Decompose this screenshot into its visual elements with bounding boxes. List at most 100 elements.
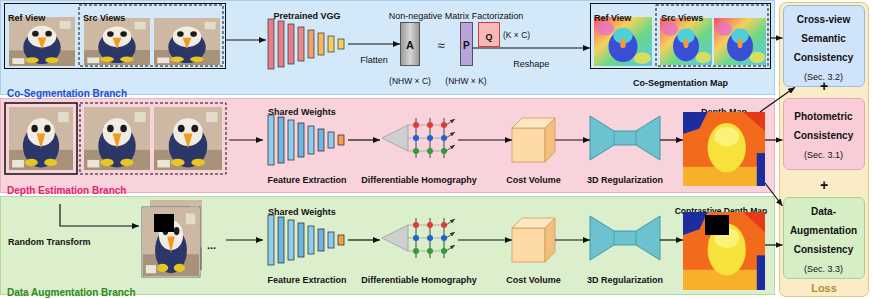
src-image bbox=[154, 107, 222, 170]
label-slot: Non-negative Matrix Factorization bbox=[389, 4, 524, 23]
node-text: Feature Extraction bbox=[267, 175, 346, 185]
coseg-image bbox=[714, 18, 766, 65]
aug-image bbox=[143, 208, 199, 276]
label-slot: (K × C) bbox=[503, 23, 530, 42]
aug-frame bbox=[142, 207, 200, 277]
node-text: Pretrained VGG bbox=[273, 11, 340, 21]
diagram-label: ... bbox=[207, 239, 216, 251]
arrow-connector bbox=[348, 139, 380, 140]
arrow-connector bbox=[458, 139, 512, 140]
node-text: Depth Estimation Branch bbox=[7, 185, 126, 196]
text-slot: Shared Weights bbox=[268, 100, 336, 119]
label-slot: (NHW × K) bbox=[445, 69, 486, 88]
text-slot: Q bbox=[485, 25, 492, 44]
loss-box: Data-Augmentation Consistency (Sec. 3.3) bbox=[783, 197, 865, 280]
node-text: Shared Weights bbox=[268, 107, 336, 117]
node-text: Data-Augmentation Consistency bbox=[790, 206, 857, 255]
node-text: P bbox=[463, 40, 470, 51]
arrow-connector bbox=[771, 37, 783, 38]
loss-box: Cross-view Semantic Consistency (Sec. 3.2… bbox=[783, 5, 865, 88]
arrow-connector bbox=[348, 43, 400, 44]
node-text: Data Augmentation Branch bbox=[7, 287, 136, 298]
node-text: Photometric Consistency bbox=[794, 111, 853, 141]
arrow-connector bbox=[765, 139, 783, 140]
arrow-connector bbox=[765, 244, 783, 245]
text-slot: Cost Volume bbox=[506, 168, 560, 187]
diagram-label: (NHW × C) bbox=[389, 76, 431, 86]
node-text: Cross-view Semantic Consistency bbox=[794, 14, 853, 63]
text-slot: Feature Extraction bbox=[267, 268, 346, 287]
text-slot: (Sec. 3.3) bbox=[804, 257, 843, 276]
flow-arrow bbox=[226, 239, 263, 240]
loss-box: Photometric Consistency (Sec. 3.1) bbox=[783, 98, 865, 170]
src-image bbox=[84, 107, 150, 170]
text-slot: Ref View bbox=[8, 6, 45, 25]
text-slot: Differentiable Homography bbox=[361, 268, 477, 287]
diagram-label: ≈ bbox=[437, 38, 444, 53]
src-image bbox=[84, 18, 150, 65]
text-slot: (Sec. 3.1) bbox=[804, 143, 843, 162]
diagram-label: Random Transform bbox=[8, 237, 91, 247]
edge-label-slot: Flatten bbox=[360, 48, 388, 67]
node-text: 3D Regularization bbox=[587, 275, 663, 285]
diagram-label: (K × C) bbox=[503, 30, 530, 40]
ref-image bbox=[9, 107, 73, 170]
node-text: (Sec. 3.2) bbox=[804, 72, 843, 82]
flow-arrow bbox=[229, 139, 263, 140]
text-slot: 3D Regularization bbox=[587, 168, 663, 187]
text-slot: (Sec. 3.2) bbox=[804, 65, 843, 84]
text-slot: Data Augmentation Branch bbox=[7, 281, 136, 299]
depth-image bbox=[683, 212, 765, 290]
text-slot: 3D Regularization bbox=[587, 268, 663, 287]
mask-patch bbox=[705, 215, 729, 235]
loss-panel: Cross-view Semantic Consistency (Sec. 3.2… bbox=[779, 2, 869, 297]
node-text: Differentiable Homography bbox=[361, 275, 477, 285]
arrow-connector bbox=[660, 239, 683, 240]
text-slot: Shared Weights bbox=[268, 200, 336, 219]
node-text: Loss bbox=[811, 282, 837, 294]
matrix-box: Q bbox=[478, 22, 500, 47]
arrow-connector bbox=[555, 239, 590, 240]
node-text: Ref View bbox=[594, 13, 631, 23]
arrow-connector bbox=[473, 47, 590, 48]
node-text: 3D Regularization bbox=[587, 175, 663, 185]
node-text: (Sec. 3.1) bbox=[804, 150, 843, 160]
text-slot: Data-Augmentation Consistency bbox=[786, 200, 862, 258]
coseg-image bbox=[594, 17, 652, 66]
node-text: Feature Extraction bbox=[267, 275, 346, 285]
ref-frame bbox=[5, 103, 77, 174]
diagram-label: + bbox=[820, 177, 828, 193]
node-text: Cost Volume bbox=[506, 175, 560, 185]
coseg-image bbox=[660, 18, 712, 65]
text-slot: Cost Volume bbox=[506, 268, 560, 287]
text-slot: Photometric Consistency bbox=[786, 105, 862, 143]
label-slot: (NHW × C) bbox=[389, 69, 431, 88]
arrow-connector bbox=[226, 39, 266, 40]
node-text: Src Views bbox=[661, 13, 703, 23]
node-text: Q bbox=[485, 32, 492, 42]
text-slot: A bbox=[406, 34, 414, 53]
text-slot: Co-Segmentation Map bbox=[633, 71, 728, 90]
text-slot: Pretrained VGG bbox=[273, 4, 340, 23]
depth-image bbox=[683, 112, 765, 186]
label-slot: + bbox=[820, 175, 828, 194]
text-slot: Co-Segmentation Branch bbox=[7, 82, 127, 101]
cost-volume-cube bbox=[512, 218, 555, 262]
label-slot: Random Transform bbox=[8, 230, 91, 249]
text-slot: Cross-view Semantic Consistency bbox=[786, 8, 862, 66]
edge-label-slot: Reshape bbox=[513, 52, 549, 71]
node-text: Shared Weights bbox=[268, 207, 336, 217]
node-text: (Sec. 3.3) bbox=[804, 264, 843, 274]
node-text: Co-Segmentation Branch bbox=[7, 88, 127, 99]
text-slot: Ref View bbox=[594, 6, 631, 25]
arrow-connector bbox=[555, 139, 590, 140]
node-text: A bbox=[406, 39, 414, 51]
text-slot: Src Views bbox=[661, 6, 703, 25]
text-slot: Feature Extraction bbox=[267, 168, 346, 187]
label-slot: ... bbox=[207, 234, 216, 253]
arrow-connector bbox=[458, 239, 512, 240]
label-slot: ≈ bbox=[437, 35, 444, 54]
